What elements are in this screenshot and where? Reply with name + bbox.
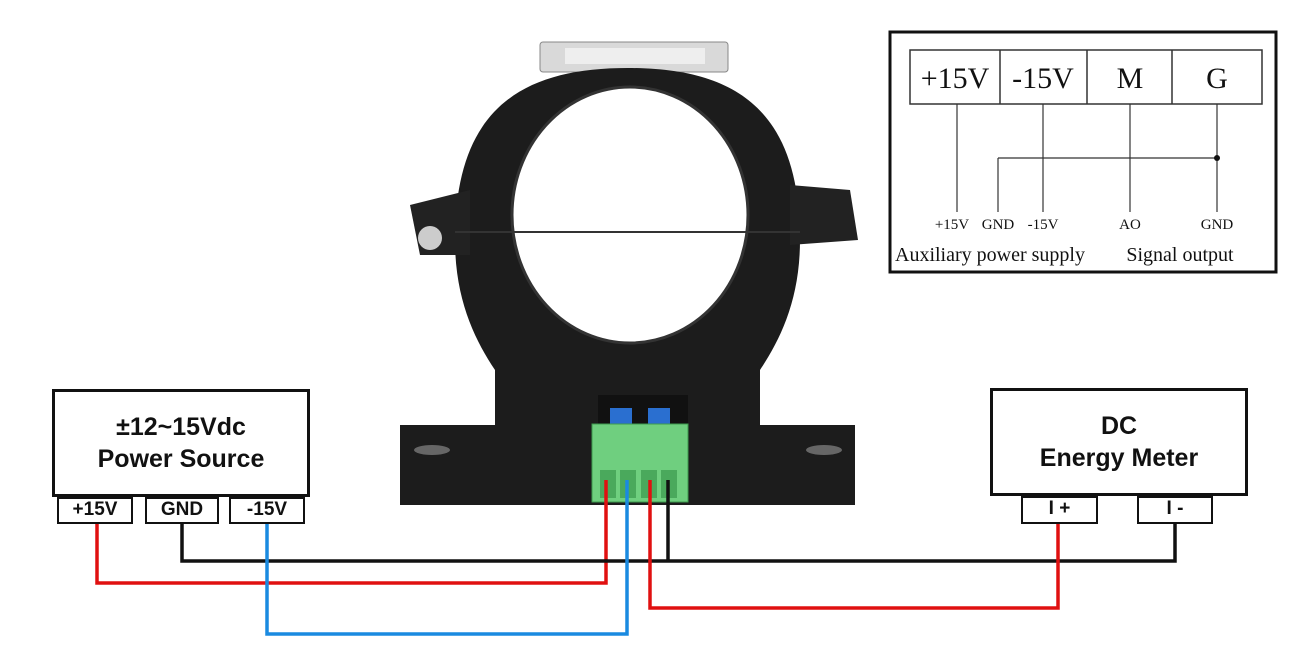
pin-label: M xyxy=(1117,62,1144,95)
trimmer-icon xyxy=(648,408,670,424)
wire-signal-red xyxy=(648,480,1060,610)
pin-label: -15V xyxy=(1012,62,1074,95)
signal-label: AO xyxy=(1119,217,1141,233)
meter-line1: DC xyxy=(1100,412,1138,440)
group-label: Signal output xyxy=(1126,244,1234,266)
wire-plus15v-red xyxy=(95,480,608,585)
sensor-aperture xyxy=(510,85,750,345)
energy-meter-box: DC Energy Meter xyxy=(990,388,1248,496)
terminal-i-plus: I + xyxy=(1021,496,1098,524)
terminal-i-minus: I - xyxy=(1137,496,1213,524)
junction-dot xyxy=(1214,155,1220,161)
power-source-rating: ±12~15Vdc xyxy=(116,413,246,441)
terminal-gnd: GND xyxy=(145,497,219,524)
screw-icon xyxy=(418,226,442,250)
group-label: Auxiliary power supply xyxy=(895,244,1085,266)
signal-label: +15V xyxy=(935,217,969,233)
pinout-inset: +15V -15V M G +15V GND -15V AO GND Auxil… xyxy=(888,30,1278,274)
wire-gnd-black xyxy=(180,523,1177,563)
wire-minus15v-blue xyxy=(265,480,629,636)
trimmer-icon xyxy=(610,408,632,424)
terminal-plus15v: +15V xyxy=(57,497,133,524)
signal-label: -15V xyxy=(1028,217,1059,233)
power-source-title: Power Source xyxy=(97,445,265,473)
meter-line2: Energy Meter xyxy=(1039,444,1199,472)
signal-label: GND xyxy=(1201,217,1234,233)
power-source-box: ±12~15Vdc Power Source xyxy=(52,389,310,497)
pin-label: G xyxy=(1206,62,1228,95)
right-ear xyxy=(790,185,858,245)
pin-label: +15V xyxy=(921,62,990,95)
hall-current-sensor xyxy=(400,41,858,505)
signal-label: GND xyxy=(982,217,1015,233)
left-ear xyxy=(410,190,470,255)
terminal-minus15v: -15V xyxy=(229,497,305,524)
